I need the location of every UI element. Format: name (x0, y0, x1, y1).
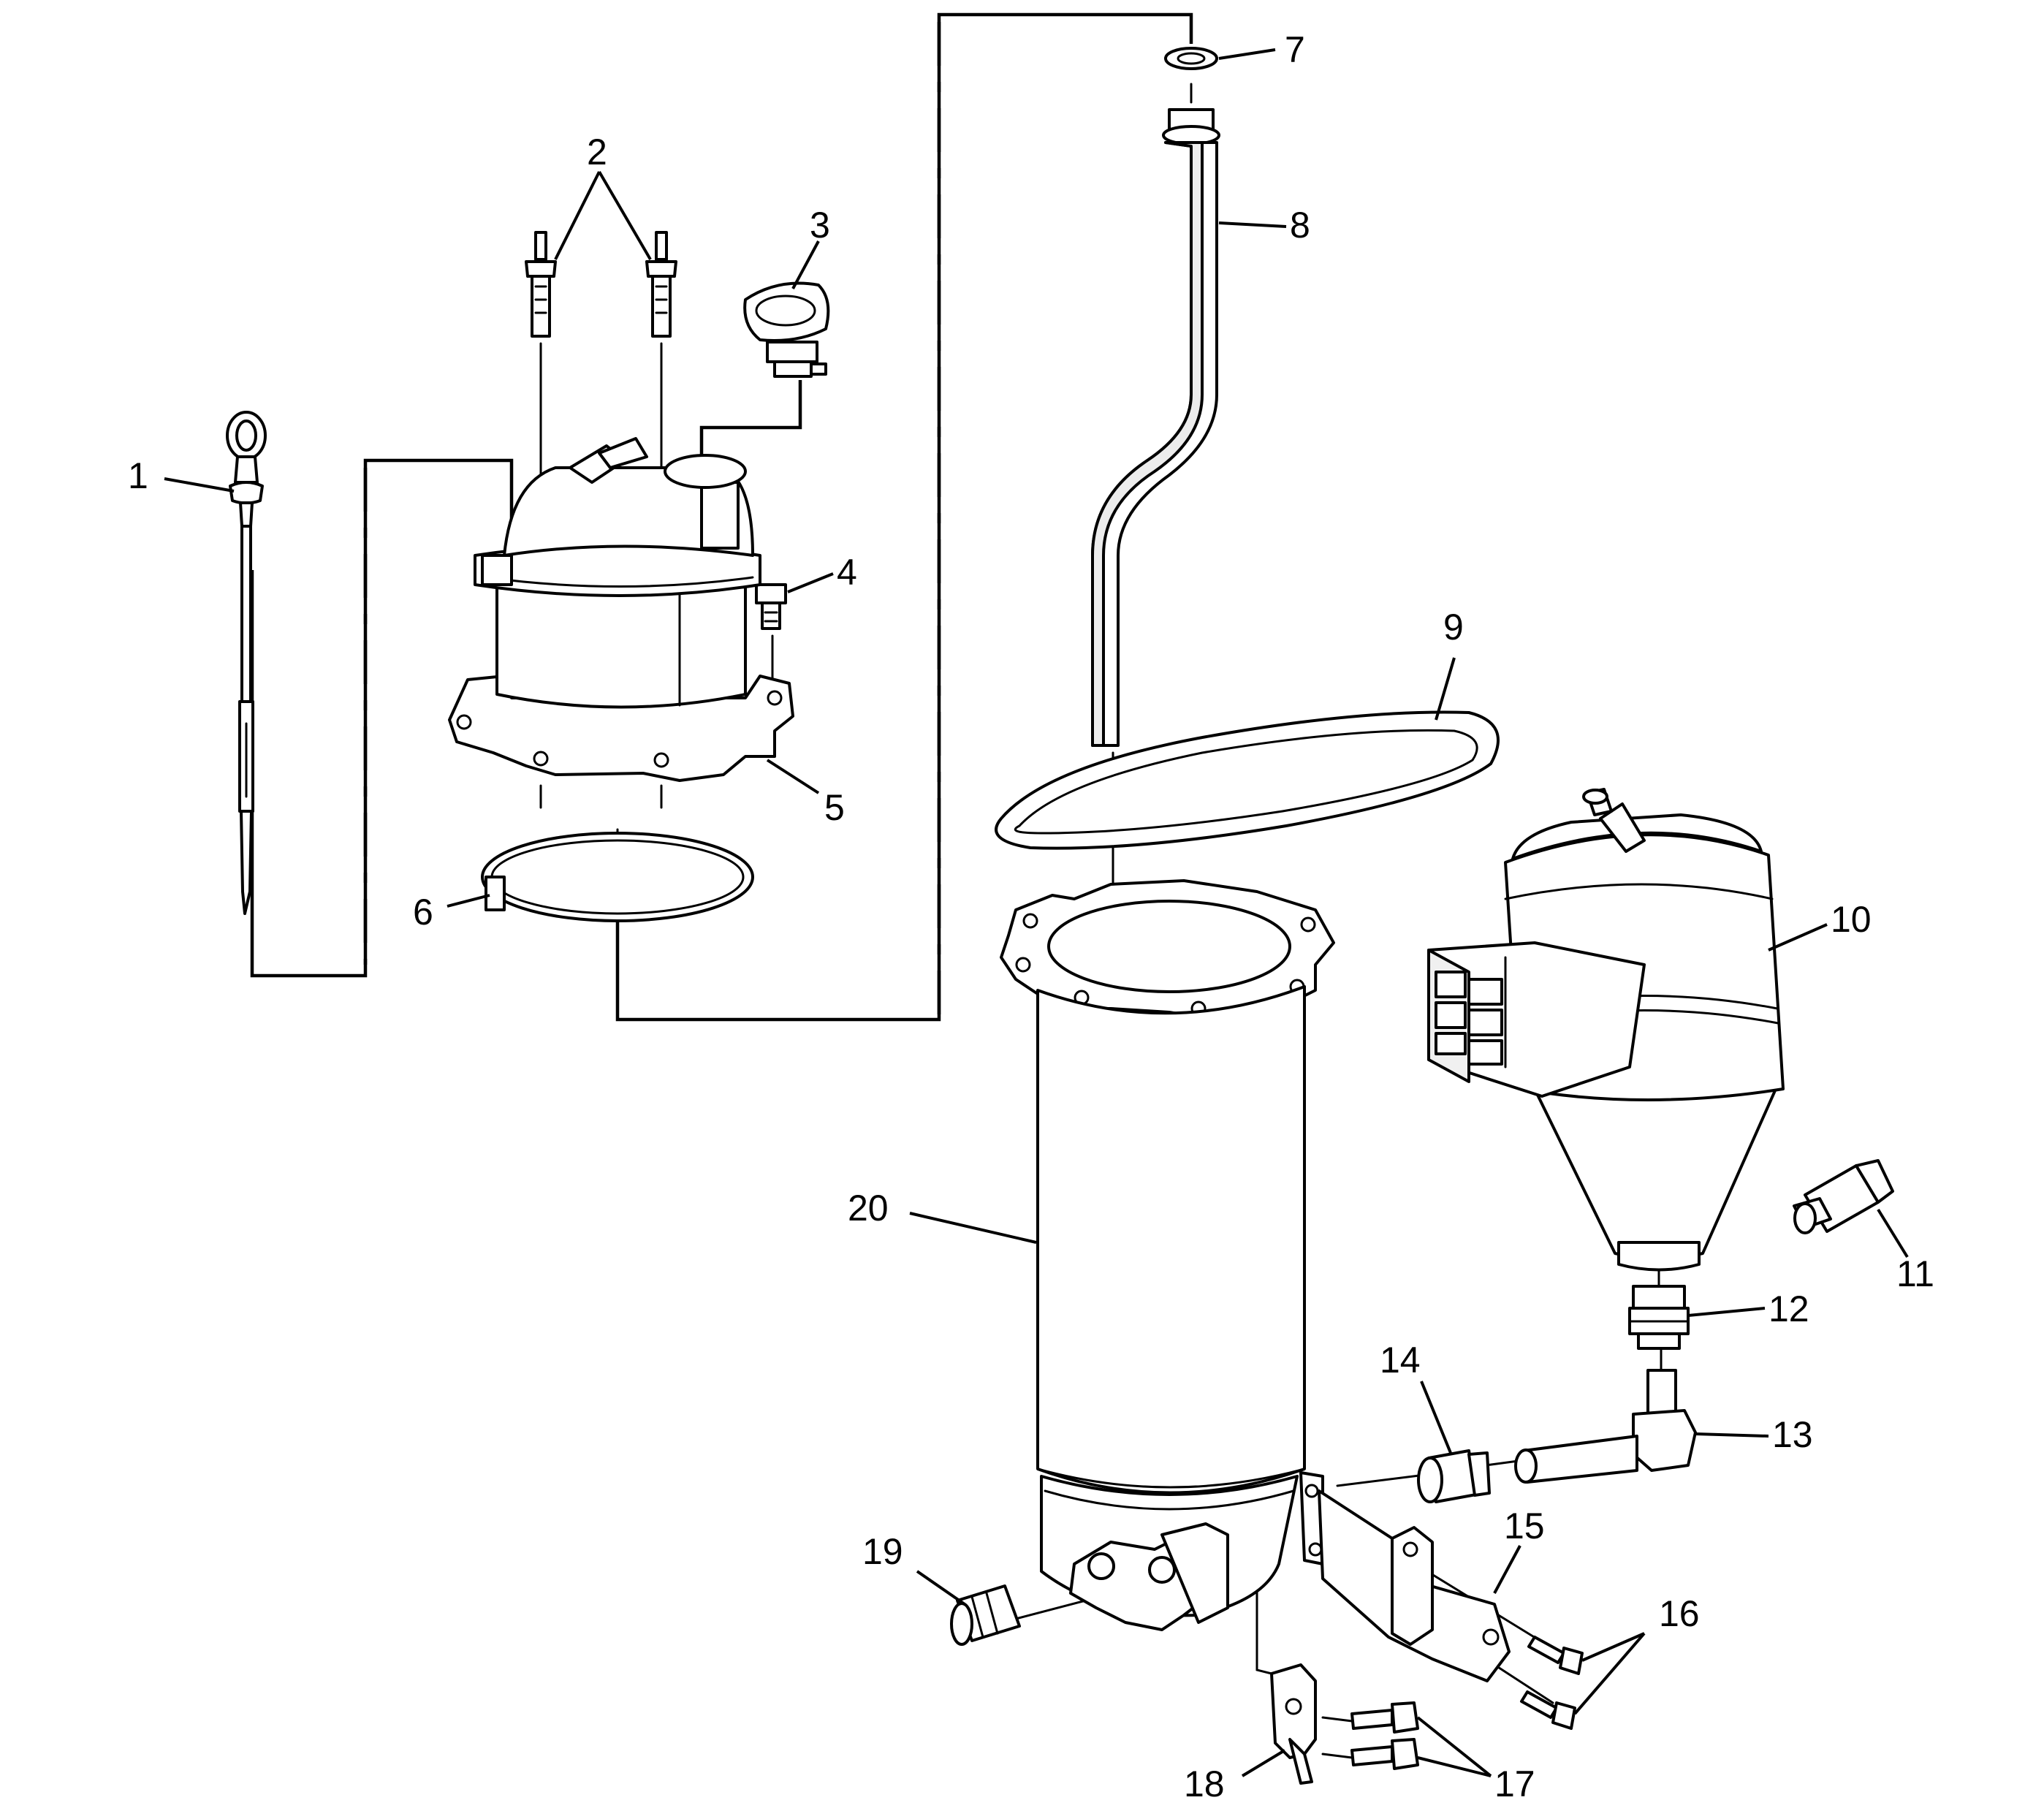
callout-7: 7 (1285, 29, 1305, 70)
dipstick (226, 411, 267, 915)
stud-right (645, 231, 677, 338)
callout-1: 1 (128, 455, 148, 496)
callout-labels: 1 2 3 4 5 6 7 8 9 10 11 12 13 14 15 16 1… (128, 29, 1934, 1804)
canister (1000, 879, 1335, 1631)
clamp-ring (481, 832, 754, 922)
filler-tube (1091, 108, 1220, 747)
callout-18: 18 (1184, 1763, 1225, 1804)
tank-bolt (755, 583, 787, 630)
sensor-bolt-lower (1350, 1738, 1419, 1770)
stud-left (525, 231, 557, 338)
callout-8: 8 (1290, 205, 1310, 246)
callout-13: 13 (1772, 1414, 1813, 1455)
oil-fill-cap (743, 281, 830, 378)
drain-elbow (1514, 1369, 1697, 1484)
callout-20: 20 (848, 1188, 889, 1229)
callout-2: 2 (587, 132, 607, 172)
mounting-bracket (1318, 1489, 1511, 1682)
callout-3: 3 (810, 205, 830, 246)
callout-16: 16 (1659, 1593, 1700, 1634)
drain-valve (1628, 1285, 1690, 1350)
callout-4: 4 (837, 552, 857, 593)
callout-5: 5 (824, 787, 845, 828)
callout-11: 11 (1896, 1253, 1934, 1294)
callout-17: 17 (1494, 1763, 1535, 1804)
callout-9: 9 (1443, 607, 1464, 648)
callout-6: 6 (413, 892, 433, 933)
canister-gasket (995, 710, 1500, 850)
oil-air-separator (1427, 788, 1785, 1272)
upper-oil-tank (448, 437, 794, 782)
filler-seal (1164, 47, 1218, 70)
union-nut (1417, 1449, 1491, 1503)
bracket-bolt-upper (1527, 1636, 1584, 1675)
callout-10: 10 (1831, 899, 1872, 940)
bracket-bolt-lower (1520, 1690, 1576, 1730)
callout-15: 15 (1504, 1506, 1545, 1546)
hose-fitting (1793, 1159, 1894, 1234)
sensor-bracket (1270, 1663, 1317, 1785)
oil-level-sensor (950, 1584, 1021, 1646)
callout-12: 12 (1768, 1288, 1809, 1329)
callout-14: 14 (1380, 1340, 1421, 1381)
leader-lines (164, 48, 1909, 1777)
sensor-bolt-upper (1350, 1701, 1419, 1734)
callout-19: 19 (862, 1531, 903, 1572)
